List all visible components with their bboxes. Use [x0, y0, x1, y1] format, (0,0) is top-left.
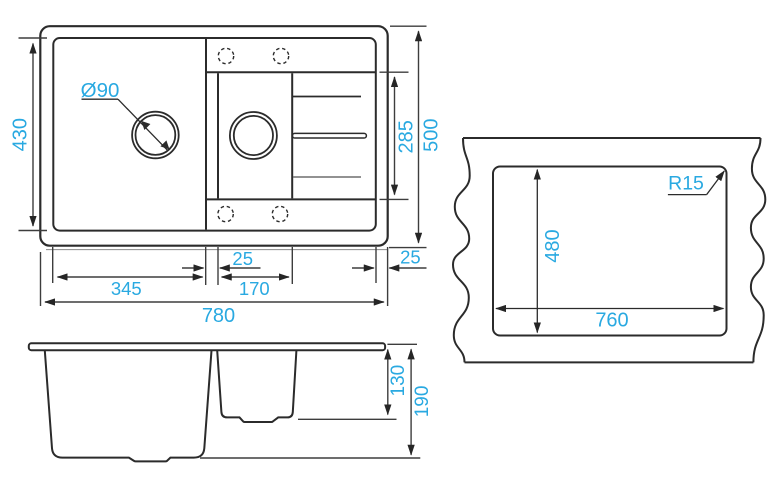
svg-text:25: 25: [232, 248, 253, 269]
svg-text:130: 130: [388, 365, 409, 397]
svg-text:345: 345: [111, 278, 142, 299]
svg-text:500: 500: [420, 119, 442, 152]
svg-text:430: 430: [10, 118, 32, 151]
svg-text:25: 25: [400, 247, 421, 268]
svg-text:190: 190: [412, 386, 433, 418]
svg-text:R15: R15: [668, 172, 704, 194]
svg-text:760: 760: [595, 310, 628, 332]
svg-text:170: 170: [239, 278, 270, 299]
svg-text:480: 480: [542, 229, 564, 262]
svg-text:780: 780: [202, 305, 235, 327]
svg-text:Ø90: Ø90: [81, 79, 120, 102]
svg-text:285: 285: [396, 120, 418, 153]
